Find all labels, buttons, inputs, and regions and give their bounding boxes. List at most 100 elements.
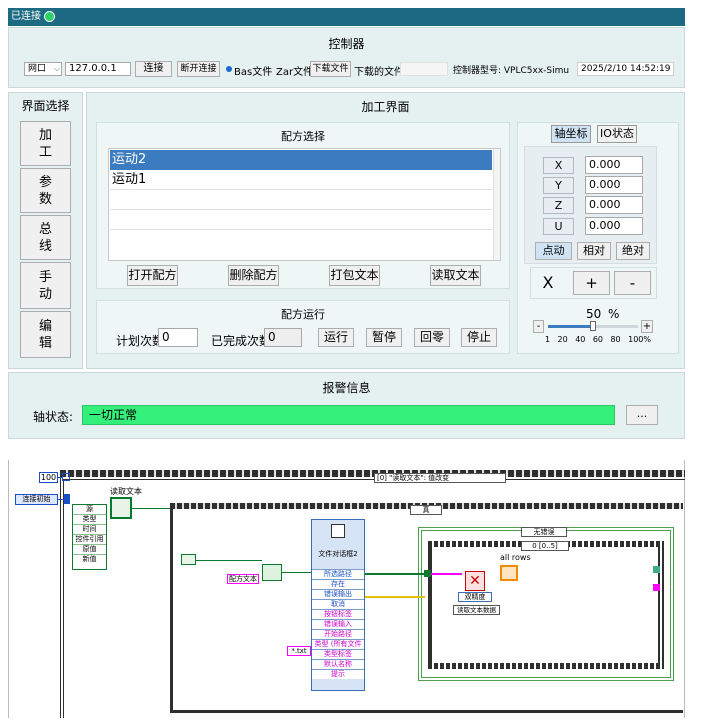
slider-increment-button[interactable]: + xyxy=(641,320,653,333)
tick-label: 40 xyxy=(575,335,586,344)
sidebar-item-manual[interactable]: 手 动 xyxy=(20,262,71,309)
axis-z-value: 0.000 xyxy=(585,196,643,214)
slider-decrement-button[interactable]: - xyxy=(533,320,544,333)
jog-axis-select[interactable]: X xyxy=(542,273,554,292)
downloaded-file-value xyxy=(400,62,448,76)
home-button[interactable]: 回零 xyxy=(414,328,450,347)
sequence-tunnel xyxy=(424,570,431,577)
run-button[interactable]: 运行 xyxy=(318,328,354,347)
dialog-terminal: 类型 (所有文件 xyxy=(312,639,364,649)
sidebar-item-process[interactable]: 加 工 xyxy=(20,121,71,166)
right-tunnel xyxy=(653,566,660,573)
list-item[interactable]: 运动2 xyxy=(110,150,492,170)
dialog-terminal: 默认名称 xyxy=(312,659,364,669)
axis-y-value: 0.000 xyxy=(585,176,643,194)
jog-mode-button[interactable]: 点动 xyxy=(535,242,572,260)
download-file-button[interactable]: 下载文件 xyxy=(310,61,351,77)
speed-slider-fill xyxy=(548,325,593,328)
stop-button[interactable]: 停止 xyxy=(461,328,497,347)
controller-model: 控制器型号: VPLC5xx-Simu xyxy=(453,66,570,76)
path-constant-icon[interactable] xyxy=(181,554,196,565)
sidebar-item-params[interactable]: 参 数 xyxy=(20,168,71,213)
recipe-title: 配方选择 xyxy=(281,130,325,143)
recipe-text-node[interactable]: 配方文本 xyxy=(227,574,259,584)
timeout-terminal-icon xyxy=(62,473,70,481)
axis-status-label: 轴状态: xyxy=(33,410,74,424)
event-frame-top xyxy=(60,470,685,477)
controller-title: 控制器 xyxy=(328,37,365,51)
case-true-selector[interactable]: 真 xyxy=(410,505,442,515)
dialog-terminal: 存在 xyxy=(312,579,364,589)
event-field: 时间 xyxy=(73,525,106,535)
recipe-run-title: 配方运行 xyxy=(281,308,325,321)
list-item-empty xyxy=(110,230,492,250)
port-type-value: 网口 xyxy=(28,64,47,74)
dialog-terminal: 提示 xyxy=(312,669,364,679)
event-case-selector[interactable]: [0] "读取文本": 值改变 xyxy=(374,473,506,483)
connect-init-node[interactable]: 连接初始 xyxy=(15,494,58,505)
jog-minus-button[interactable]: - xyxy=(614,271,651,295)
axis-x-value: 0.000 xyxy=(585,156,643,174)
read-spreadsheet-node[interactable]: ✕ xyxy=(465,571,485,591)
jog-plus-button[interactable]: + xyxy=(573,271,610,295)
sidebar-item-bus[interactable]: 总 线 xyxy=(20,215,71,260)
dialog-terminals: 所选路径存在错误输出取消按钮标签错误输入开始路径类型 (所有文件类型标签默认名称… xyxy=(312,569,364,679)
process-title: 加工界面 xyxy=(361,100,410,114)
tick-label: 1 xyxy=(545,335,551,344)
connect-button[interactable]: 连接 xyxy=(135,61,172,77)
array-indicator-icon xyxy=(500,565,518,581)
const-100[interactable]: 100 xyxy=(39,472,58,483)
dialog-terminal: 类型标签 xyxy=(312,649,364,659)
tick-label: 80 xyxy=(610,335,621,344)
sidebar-item-edit[interactable]: 编 辑 xyxy=(20,311,71,358)
plan-count-input[interactable]: 0 xyxy=(158,328,198,347)
dialog-title: 文件对话框2 xyxy=(318,550,358,558)
list-scrollbar[interactable] xyxy=(493,149,500,260)
axis-z-label: Z xyxy=(543,197,574,214)
downloaded-file-label: 下载的文件: xyxy=(354,67,408,78)
read-text-control-icon[interactable] xyxy=(110,497,132,519)
axis-y-label: Y xyxy=(543,177,574,194)
tab-io-status[interactable]: IO状态 xyxy=(597,125,637,143)
wire xyxy=(365,596,425,598)
alarm-more-button[interactable]: ... xyxy=(626,405,658,425)
event-data-cluster: 源 类型 时间 控件引用 原值 新值 xyxy=(72,504,107,570)
dialog-terminal: 所选路径 xyxy=(312,569,364,579)
event-data-node xyxy=(64,494,70,504)
txt-pattern-node[interactable]: *.txt xyxy=(287,646,311,656)
speed-slider-track[interactable] xyxy=(548,321,638,331)
delete-recipe-button[interactable]: 删除配方 xyxy=(228,265,279,286)
disconnect-button[interactable]: 断开连接 xyxy=(177,61,220,77)
zar-file-label[interactable]: Zar文件 xyxy=(276,67,314,78)
pause-button[interactable]: 暂停 xyxy=(366,328,402,347)
read-text-button[interactable]: 读取文本 xyxy=(430,265,481,286)
tick-label: 20 xyxy=(557,335,568,344)
sequence-selector[interactable]: 0 [0..5] xyxy=(521,541,569,551)
absolute-mode-button[interactable]: 绝对 xyxy=(616,242,650,260)
relative-mode-button[interactable]: 相对 xyxy=(577,242,611,260)
bas-radio-icon[interactable] xyxy=(226,66,232,72)
ip-input[interactable]: 127.0.0.1 xyxy=(65,62,131,76)
error-case-selector[interactable]: 无错误 xyxy=(521,527,567,537)
slider-ticks: 1 20 40 60 80 100% xyxy=(545,335,651,344)
pack-text-button[interactable]: 打包文本 xyxy=(329,265,380,286)
chevron-down-icon: ⌵ xyxy=(53,64,60,73)
list-item-empty xyxy=(110,210,492,230)
speed-unit: % xyxy=(608,307,620,321)
speed-slider-thumb[interactable] xyxy=(590,321,596,331)
list-item[interactable]: 运动1 xyxy=(110,170,492,190)
all-rows-label: all rows xyxy=(500,553,531,562)
tab-axis-coords[interactable]: 轴坐标 xyxy=(551,125,591,143)
event-field: 新值 xyxy=(82,555,97,563)
double-type-node[interactable]: 双精度 xyxy=(458,592,492,602)
alarm-title: 报警信息 xyxy=(322,381,371,395)
port-type-select[interactable]: 网口 ⌵ xyxy=(24,62,62,76)
wire xyxy=(58,499,66,500)
list-item-empty xyxy=(110,190,492,210)
dialog-terminal: 错误输入 xyxy=(312,619,364,629)
sidebar-title: 界面选择 xyxy=(21,99,70,113)
open-recipe-button[interactable]: 打开配方 xyxy=(127,265,178,286)
wire xyxy=(58,477,62,478)
title-bar xyxy=(8,8,685,26)
dialog-terminal: 按钮标签 xyxy=(312,609,364,619)
